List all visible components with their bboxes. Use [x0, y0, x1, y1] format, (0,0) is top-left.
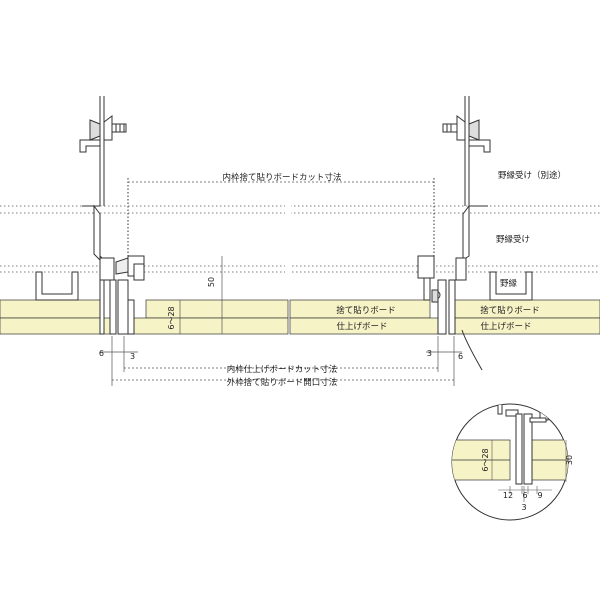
finish-board-inner-left	[133, 317, 289, 335]
label-sutebari-board-right: 捨て貼りボード	[480, 305, 540, 316]
dim-3-right: 3	[427, 349, 432, 358]
dim-6-detail: 6	[522, 491, 527, 500]
label-shiage-board-center: 仕上げボード	[336, 321, 387, 332]
dim-6-28-detail: 6～28	[481, 448, 490, 471]
label-shiage-board-right: 仕上げボード	[480, 321, 531, 332]
dim-6-left: 6	[99, 349, 104, 358]
label-noburi-uke-betto: 野縁受け（別途）	[498, 170, 566, 181]
label-sutebari-board-center: 捨て貼りボード	[336, 305, 396, 316]
dim-6-28-main: 6～28	[167, 306, 176, 329]
joist-channel-left	[35, 271, 79, 301]
label-outer-backing-opening: 外枠捨て貼りボード開口寸法	[227, 377, 338, 388]
dim-6-right: 6	[458, 352, 463, 361]
label-noburi: 野縁	[500, 278, 518, 289]
dim-30: 30	[565, 455, 574, 465]
dimension-lines	[100, 181, 462, 386]
hanger-right	[442, 96, 491, 207]
boards	[0, 299, 600, 335]
dim-50: 50	[207, 277, 216, 287]
dim-12: 12	[503, 491, 513, 500]
backing-board-left	[0, 299, 105, 319]
outer-frame-right	[417, 178, 470, 335]
label-noburi-uke: 野縁受け	[496, 234, 530, 245]
dim-3-left: 3	[130, 352, 135, 361]
joist-channel-right	[489, 271, 533, 301]
finish-board-left	[0, 317, 111, 335]
detail-callout: 6～28 30 12 6 9 3	[451, 329, 574, 521]
dim-3-detail: 3	[521, 503, 526, 512]
label-inner-finish-cut: 内枠仕上げボードカット寸法	[227, 364, 338, 375]
outer-frame-left	[93, 178, 145, 335]
label-inner-backing-cut: 内枠捨て貼りボードカット寸法	[222, 172, 341, 183]
hanger-left	[79, 96, 127, 207]
dim-9: 9	[537, 491, 542, 500]
